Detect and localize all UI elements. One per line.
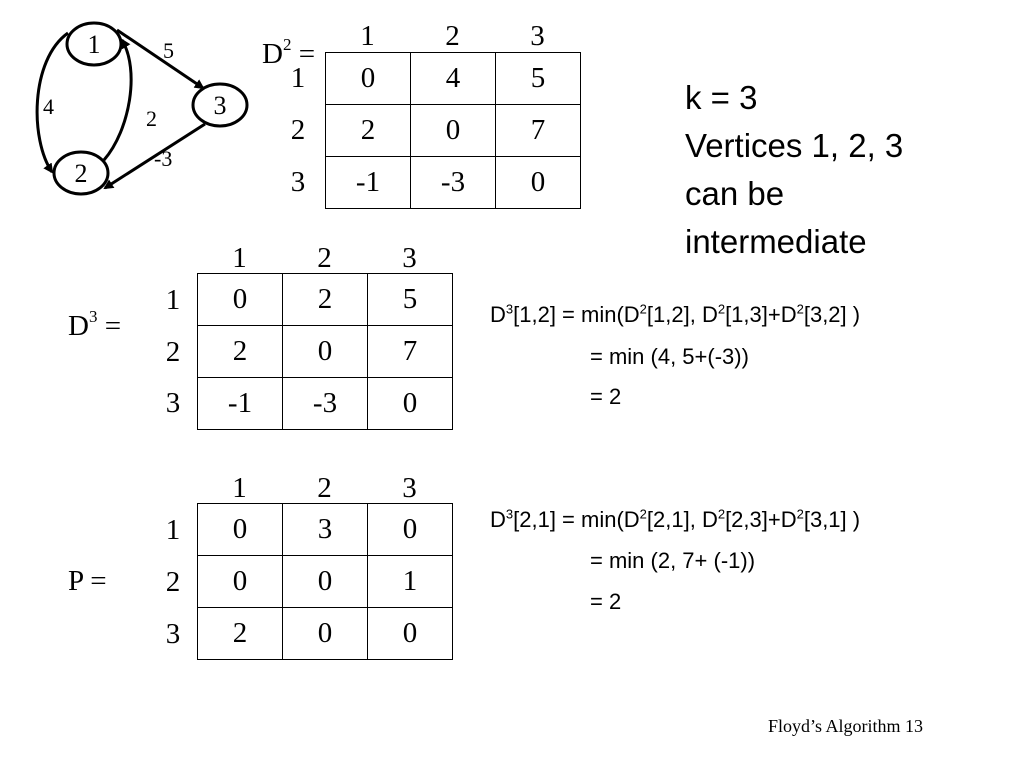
d2-cell: -1: [325, 156, 411, 209]
slide-footer: Floyd’s Algorithm 13: [768, 716, 924, 736]
d3-cell: 0: [367, 377, 453, 430]
d2-row-header-3: 3: [290, 166, 306, 198]
graph-node-1: 1: [65, 21, 123, 67]
d3-cell: 0: [197, 273, 283, 326]
d3-superscript: 3: [88, 307, 98, 327]
graph-diagram: 5 4 2 -3 1 3 2: [35, 21, 249, 196]
d3-equals: =: [97, 310, 122, 342]
d2-equals: =: [291, 38, 316, 70]
d2-superscript: 2: [282, 35, 292, 55]
p-cell: 0: [197, 555, 283, 608]
p-cell: 3: [282, 503, 368, 556]
p-label: P =: [68, 565, 107, 597]
d2-letter: D: [262, 38, 283, 70]
d3-letter: D: [68, 310, 89, 342]
d3-cell: -3: [282, 377, 368, 430]
d3-cell: 0: [282, 325, 368, 378]
p-row-header-1: 1: [165, 514, 181, 546]
d3-cell: 7: [367, 325, 453, 378]
k-info-line: can be: [685, 175, 785, 212]
d3-label: D3 =: [68, 307, 122, 343]
edge-2-1: [102, 38, 133, 161]
d2-col-header-2: 2: [445, 20, 460, 52]
d2-cell: 0: [495, 156, 581, 209]
k-info-line: intermediate: [685, 223, 867, 260]
equation-2-line-1: D3[2,1] = min(D2[2,1], D2[2,3]+D2[3,1] ): [490, 506, 861, 532]
equation-2-line-3: = 2: [590, 589, 622, 614]
p-col-header-2: 2: [317, 472, 332, 504]
d2-cell: 0: [325, 52, 411, 105]
edge-weight-1-2: 4: [43, 94, 54, 119]
p-row-1: 0 3 0: [197, 503, 453, 556]
k-info-text: k = 3 Vertices 1, 2, 3 can be intermedia…: [685, 74, 903, 266]
equation-1-line-2: = min (4, 5+(-3)): [590, 344, 749, 369]
d3-row-header-1: 1: [165, 284, 181, 316]
d3-row-1: 0 2 5: [197, 273, 453, 326]
d3-row-header-2: 2: [165, 336, 181, 368]
p-cell: 0: [367, 503, 453, 556]
k-info-line: Vertices 1, 2, 3: [685, 127, 904, 164]
d2-row-header-1: 1: [290, 62, 306, 94]
d2-cell: 7: [495, 104, 581, 157]
d3-cell: 2: [197, 325, 283, 378]
d2-matrix: 0 4 5 2 0 7 -1 -3 0: [325, 52, 581, 209]
d3-row-2: 2 0 7: [197, 325, 453, 378]
graph-node-label: 2: [75, 159, 88, 188]
d3-col-header-1: 1: [232, 242, 247, 274]
p-cell: 1: [367, 555, 453, 608]
d2-cell: -3: [410, 156, 496, 209]
graph-node-label: 3: [214, 91, 227, 120]
p-row-2: 0 0 1: [197, 555, 453, 608]
d3-row-header-3: 3: [165, 387, 181, 419]
p-cell: 0: [282, 607, 368, 660]
d3-cell: 5: [367, 273, 453, 326]
d3-row-3: -1 -3 0: [197, 377, 453, 430]
d2-cell: 2: [325, 104, 411, 157]
equation-2-line-2: = min (2, 7+ (-1)): [590, 548, 756, 573]
p-cell: 0: [367, 607, 453, 660]
p-row-header-3: 3: [165, 618, 181, 650]
d3-matrix: 0 2 5 2 0 7 -1 -3 0: [197, 273, 453, 430]
p-col-header-3: 3: [402, 472, 417, 504]
edge-weight-3-2: -3: [154, 146, 172, 171]
edge-1-3: [116, 28, 205, 90]
d2-col-header-3: 3: [530, 20, 545, 52]
p-matrix: 0 3 0 0 0 1 2 0 0: [197, 503, 453, 660]
d2-cell: 0: [410, 104, 496, 157]
equation-1-line-3: = 2: [590, 384, 622, 409]
p-cell: 0: [197, 503, 283, 556]
p-col-header-1: 1: [232, 472, 247, 504]
k-info-line: k = 3: [685, 79, 758, 116]
edge-weight-2-1: 2: [146, 106, 157, 131]
d3-cell: -1: [197, 377, 283, 430]
d2-cell: 5: [495, 52, 581, 105]
d3-col-header-3: 3: [402, 242, 417, 274]
d3-col-header-2: 2: [317, 242, 332, 274]
d2-label: D2 =: [262, 35, 316, 71]
edge-weight-1-3: 5: [163, 38, 174, 63]
p-cell: 0: [282, 555, 368, 608]
d2-cell: 4: [410, 52, 496, 105]
d2-row-1: 0 4 5: [325, 52, 581, 105]
graph-node-2: 2: [52, 150, 110, 196]
d3-cell: 2: [282, 273, 368, 326]
edge-1-2: [35, 31, 69, 174]
d2-row-header-2: 2: [290, 114, 306, 146]
graph-node-3: 3: [191, 82, 249, 128]
p-row-3: 2 0 0: [197, 607, 453, 660]
d2-col-header-1: 1: [360, 20, 375, 52]
edge-3-2: [103, 122, 206, 190]
p-row-header-2: 2: [165, 566, 181, 598]
equation-1-line-1: D3[1,2] = min(D2[1,2], D2[1,3]+D2[3,2] ): [490, 301, 861, 327]
p-cell: 2: [197, 607, 283, 660]
d2-row-2: 2 0 7: [325, 104, 581, 157]
graph-node-label: 1: [88, 30, 101, 59]
d2-row-3: -1 -3 0: [325, 156, 581, 209]
